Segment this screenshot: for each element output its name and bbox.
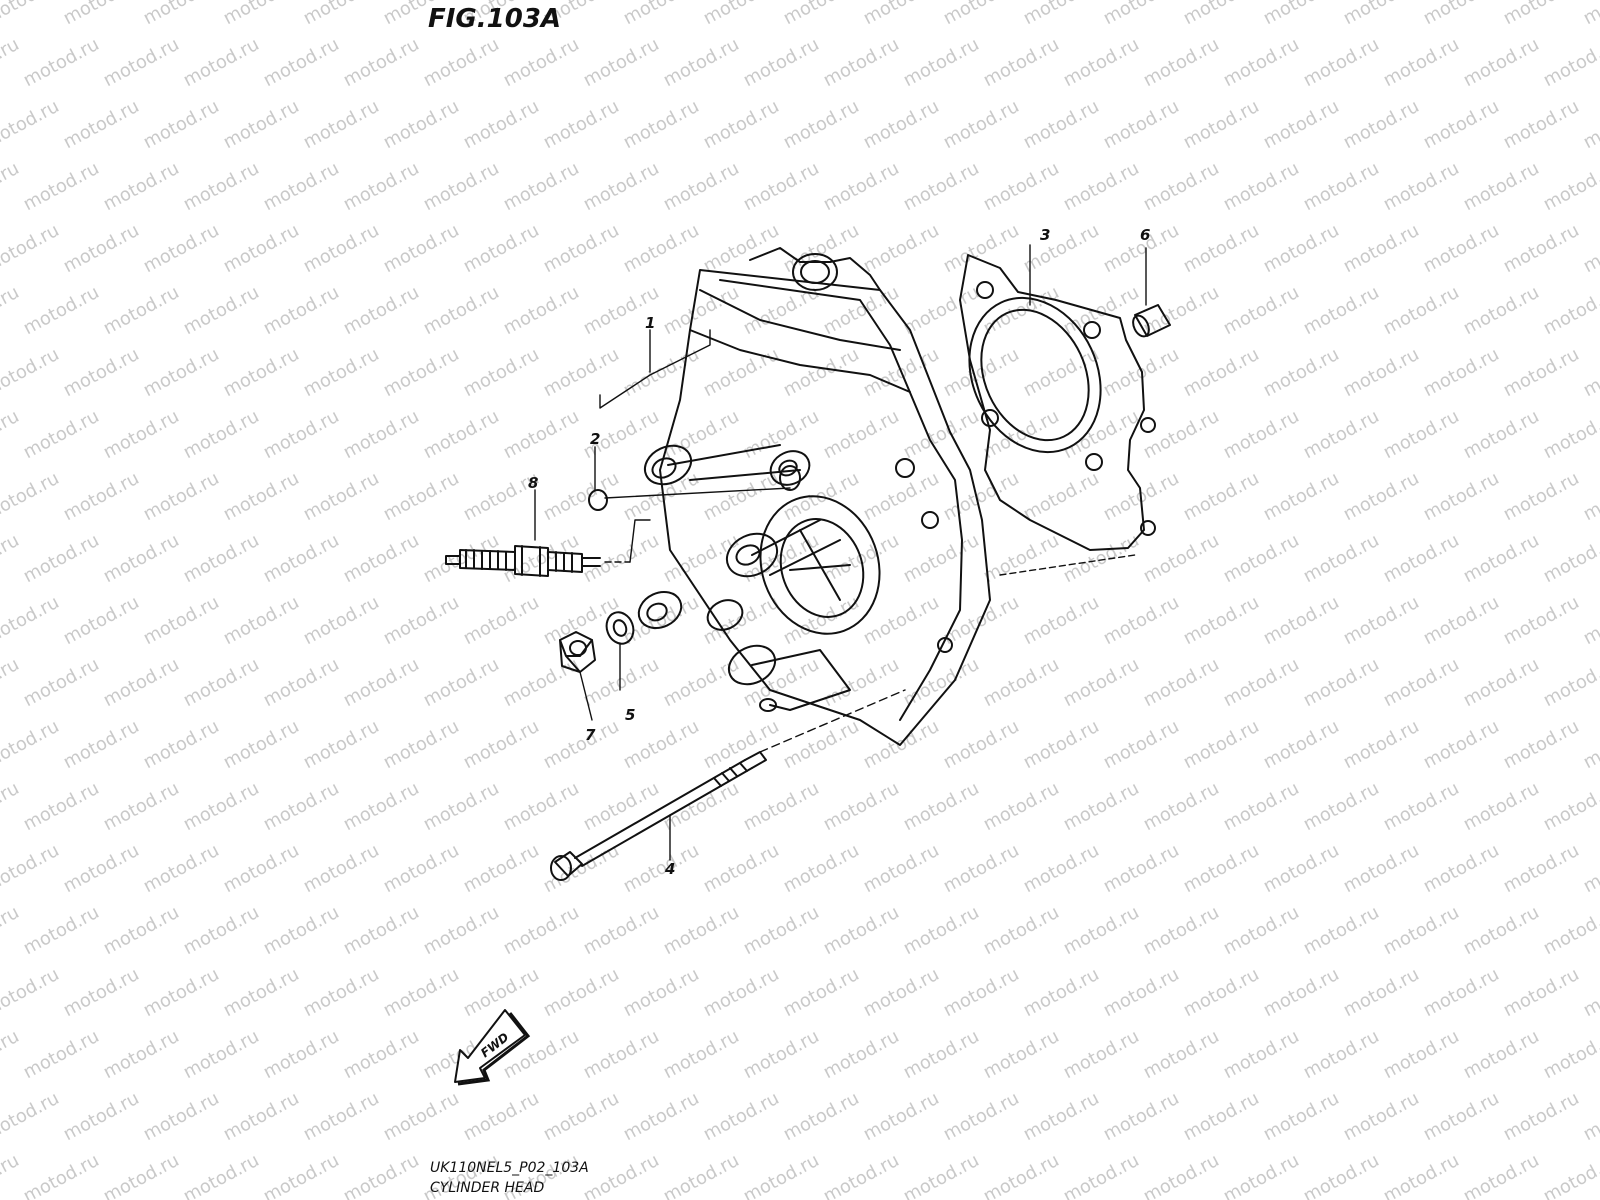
- leader-lines: [534, 244, 1147, 576]
- callout-2: 2: [590, 430, 600, 448]
- callout-5: 5: [625, 706, 635, 724]
- washer[interactable]: [602, 609, 637, 691]
- diagram-code: UK110NEL5_P02_103A: [430, 1160, 589, 1176]
- spark-plug[interactable]: [445, 519, 651, 577]
- figure-title: FIG.103A: [428, 4, 562, 34]
- fwd-arrow: FWD: [454, 1009, 531, 1086]
- callout-3: 3: [1040, 226, 1050, 244]
- diagram-name: CYLINDER HEAD: [430, 1180, 545, 1196]
- callout-7: 7: [585, 726, 596, 744]
- o-ring[interactable]: [588, 465, 801, 511]
- head-gasket[interactable]: [945, 254, 1156, 551]
- dowel-pin[interactable]: [1130, 304, 1171, 339]
- callout-1: 1: [645, 314, 655, 332]
- callout-8: 8: [528, 474, 538, 492]
- callout-4: 4: [664, 860, 675, 878]
- cylinder-head[interactable]: [633, 247, 991, 746]
- stud-bolt[interactable]: [550, 689, 906, 881]
- nut[interactable]: [559, 631, 596, 721]
- callout-6: 6: [1140, 226, 1150, 244]
